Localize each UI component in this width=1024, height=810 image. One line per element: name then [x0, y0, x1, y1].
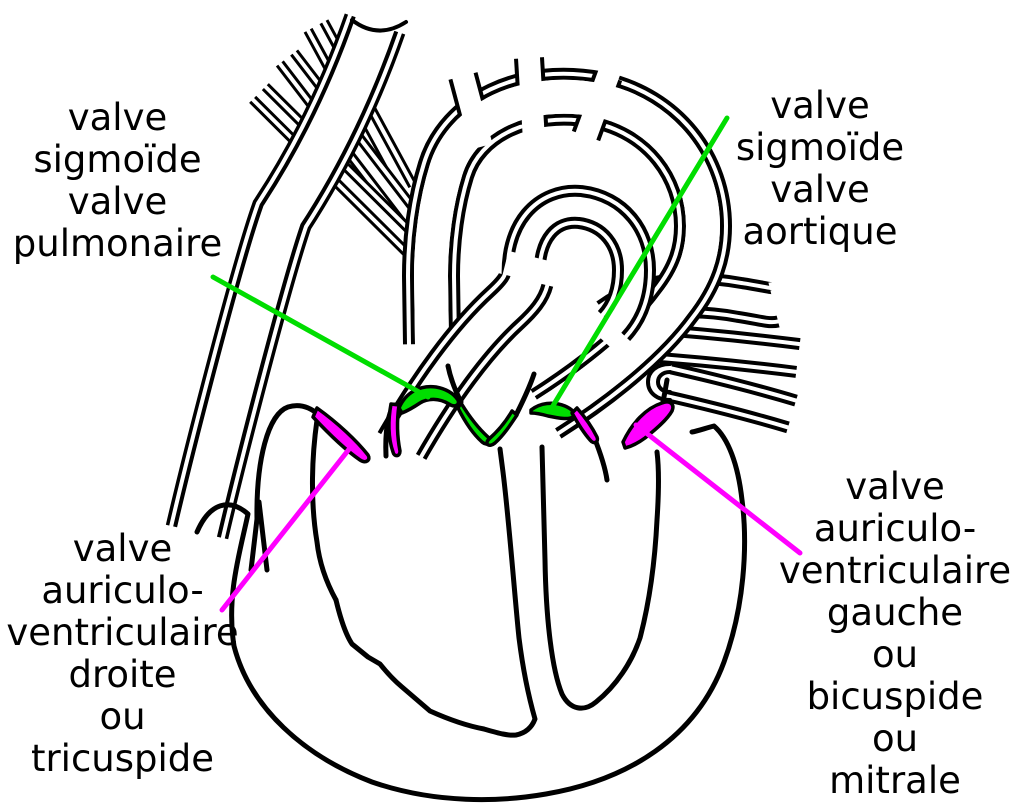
tricuspid-leaflet-edge: [310, 417, 339, 603]
tricuspid-annulus-arch: [254, 403, 322, 523]
vein-hairpin-outer: [645, 362, 672, 402]
mitral-valve-leaflet-b: [621, 400, 675, 450]
right-ventricle-floor-septum-left: [333, 446, 538, 738]
aortic-valve-leaflet-a: [456, 401, 492, 446]
label-mitral-valve: valve auriculo- ventriculaire gauche ou …: [778, 465, 1012, 802]
svc-cut-rim: [350, 18, 408, 33]
pulmonary-trunk: [369, 250, 556, 479]
leader-line-tricuspid-valve: [219, 445, 353, 613]
leader-line-mitral-valve: [633, 422, 803, 556]
pulmonary-valve-leaflet: [397, 384, 461, 415]
aortic-root-left-wall: [445, 363, 464, 405]
aortic-root-right-wall: [514, 371, 537, 416]
superior-vena-cava: [162, 0, 412, 567]
mitral-valve-leaflet-a: [570, 406, 600, 445]
tricuspid-valve-leaflet-b: [387, 402, 402, 458]
leader-line-aortic-valve: [548, 115, 730, 412]
outer-wall: [194, 423, 748, 803]
aortic-valve-leaflet-b: [485, 409, 519, 447]
left-atrium-wall: [660, 377, 670, 405]
tricuspid-valve-leaflet-a: [311, 406, 371, 464]
septum-right-left-ventricle-inner: [539, 444, 661, 711]
label-aortic-valve: valve sigmoïde valve aortique: [735, 84, 905, 253]
leader-line-pulmonary-valve: [210, 274, 431, 400]
leader-lines: [210, 115, 803, 613]
valves: [311, 384, 675, 464]
label-tricuspid-valve: valve auriculo- ventriculaire droite ou …: [6, 527, 239, 780]
aorta: [401, 46, 733, 449]
papillary-muscle: [248, 499, 270, 573]
label-pulmonary-valve: valve sigmoïde valve pulmonaire: [12, 96, 223, 265]
pulmonary-artery-loop: [501, 184, 657, 352]
